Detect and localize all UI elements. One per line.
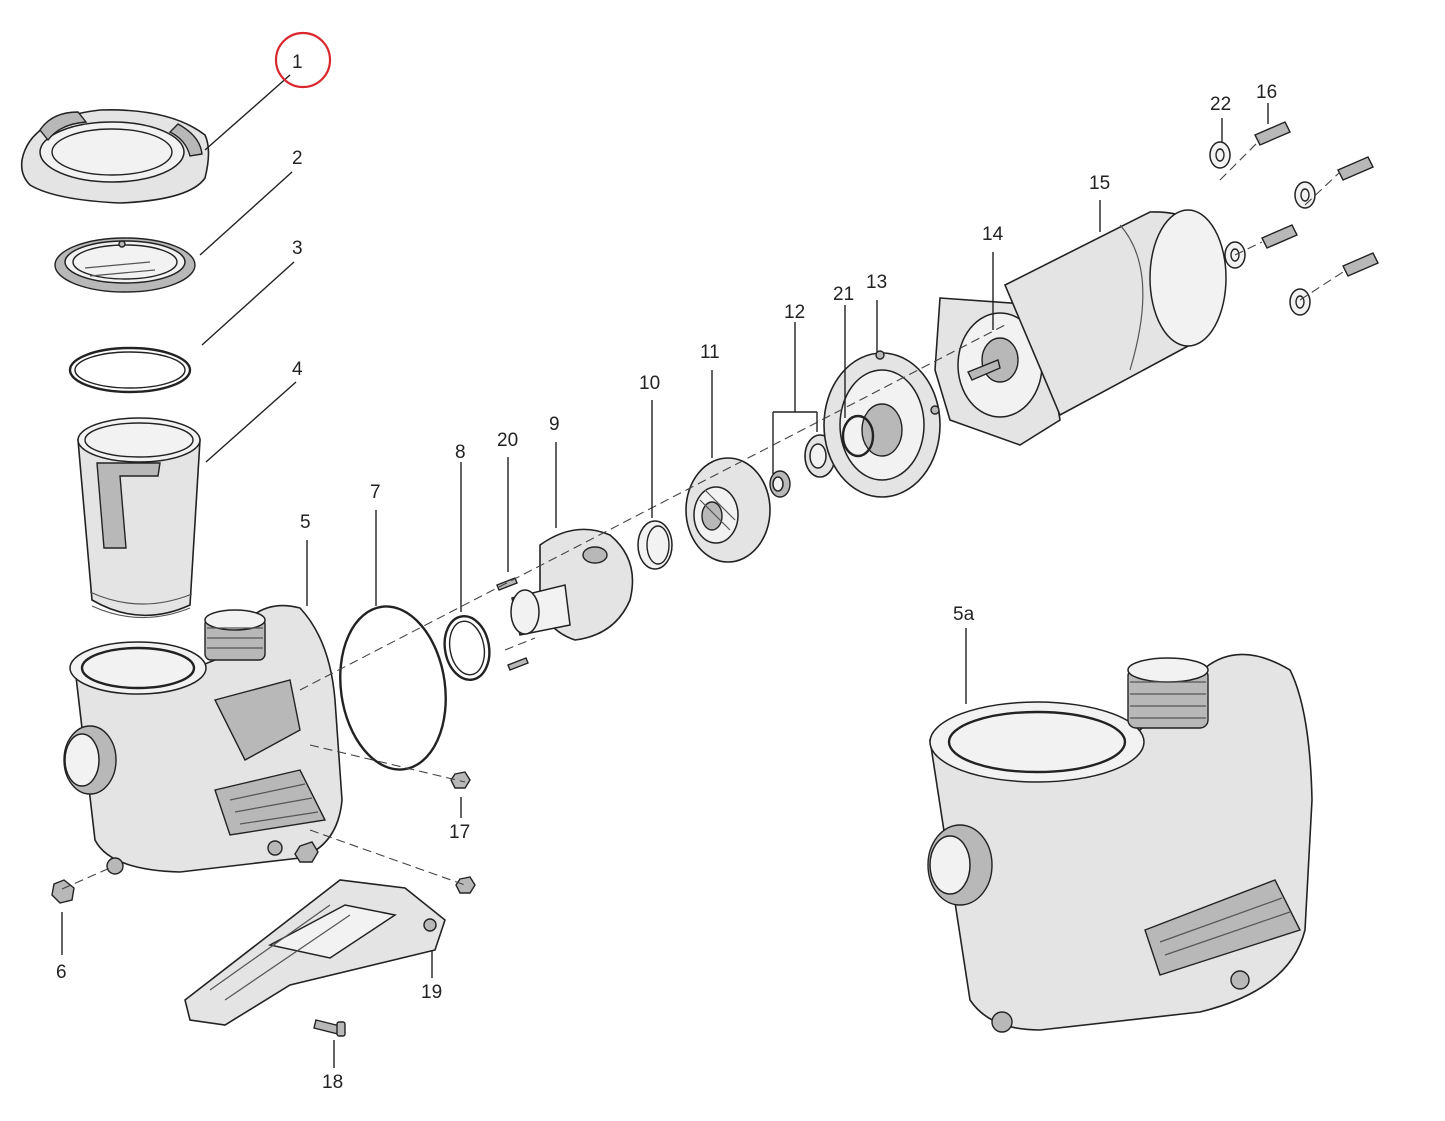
part-21-seal-plate-o-ring[interactable]	[841, 414, 875, 458]
label-20[interactable]: 20	[497, 430, 518, 451]
part-10-wear-ring[interactable]	[637, 520, 673, 570]
part-11-impeller[interactable]	[685, 457, 771, 563]
part-5a-alt-pump-housing[interactable]	[927, 653, 1313, 1033]
label-22[interactable]: 22	[1210, 94, 1231, 115]
label-15[interactable]: 15	[1089, 173, 1110, 194]
part-20-screws[interactable]	[496, 577, 529, 671]
part-17-nuts[interactable]	[294, 771, 476, 894]
part-13-seal-plate[interactable]	[823, 350, 941, 498]
label-17[interactable]: 17	[449, 822, 470, 843]
label-18[interactable]: 18	[322, 1072, 343, 1093]
part-4-strainer-basket[interactable]	[77, 417, 201, 619]
part-8-diffuser-o-ring[interactable]	[440, 613, 494, 684]
label-13[interactable]: 13	[866, 272, 887, 293]
label-8[interactable]: 8	[455, 442, 466, 463]
part-18-base-bolt[interactable]	[313, 1019, 346, 1037]
label-6[interactable]: 6	[56, 962, 67, 983]
label-4[interactable]: 4	[292, 359, 303, 380]
label-5[interactable]: 5	[300, 512, 311, 533]
part-2-lid[interactable]	[54, 237, 196, 293]
part-labels: 1 2 3 4 5 7 8 20 9 10 11 12 21 13 14 15 …	[56, 52, 1277, 1093]
label-21[interactable]: 21	[833, 284, 854, 305]
part-19-base[interactable]	[184, 879, 446, 1026]
leader-lines	[61, 74, 1269, 1068]
part-12-mechanical-seal[interactable]	[769, 434, 836, 498]
part-16-motor-bolts[interactable]	[1254, 121, 1379, 277]
label-2[interactable]: 2	[292, 148, 303, 169]
label-16[interactable]: 16	[1256, 82, 1277, 103]
label-11[interactable]: 11	[700, 342, 720, 363]
part-1-lid-lock-ring[interactable]	[20, 109, 210, 204]
label-10[interactable]: 10	[639, 373, 660, 394]
part-6-drain-plug[interactable]	[51, 879, 75, 904]
label-3[interactable]: 3	[292, 238, 303, 259]
label-5a[interactable]: 5a	[953, 604, 975, 625]
part-9-diffuser[interactable]	[510, 528, 634, 641]
part-3-lid-o-ring[interactable]	[68, 346, 192, 394]
label-14[interactable]: 14	[982, 224, 1004, 245]
part-5-pump-housing[interactable]	[63, 604, 343, 875]
label-9[interactable]: 9	[549, 414, 560, 435]
label-7[interactable]: 7	[370, 482, 381, 503]
label-19[interactable]: 19	[421, 982, 442, 1003]
part-15-motor[interactable]	[1003, 209, 1227, 417]
part-7-housing-o-ring[interactable]	[330, 600, 456, 777]
label-1[interactable]: 1	[292, 52, 303, 73]
label-12[interactable]: 12	[784, 302, 805, 323]
highlight-circle	[274, 31, 332, 89]
